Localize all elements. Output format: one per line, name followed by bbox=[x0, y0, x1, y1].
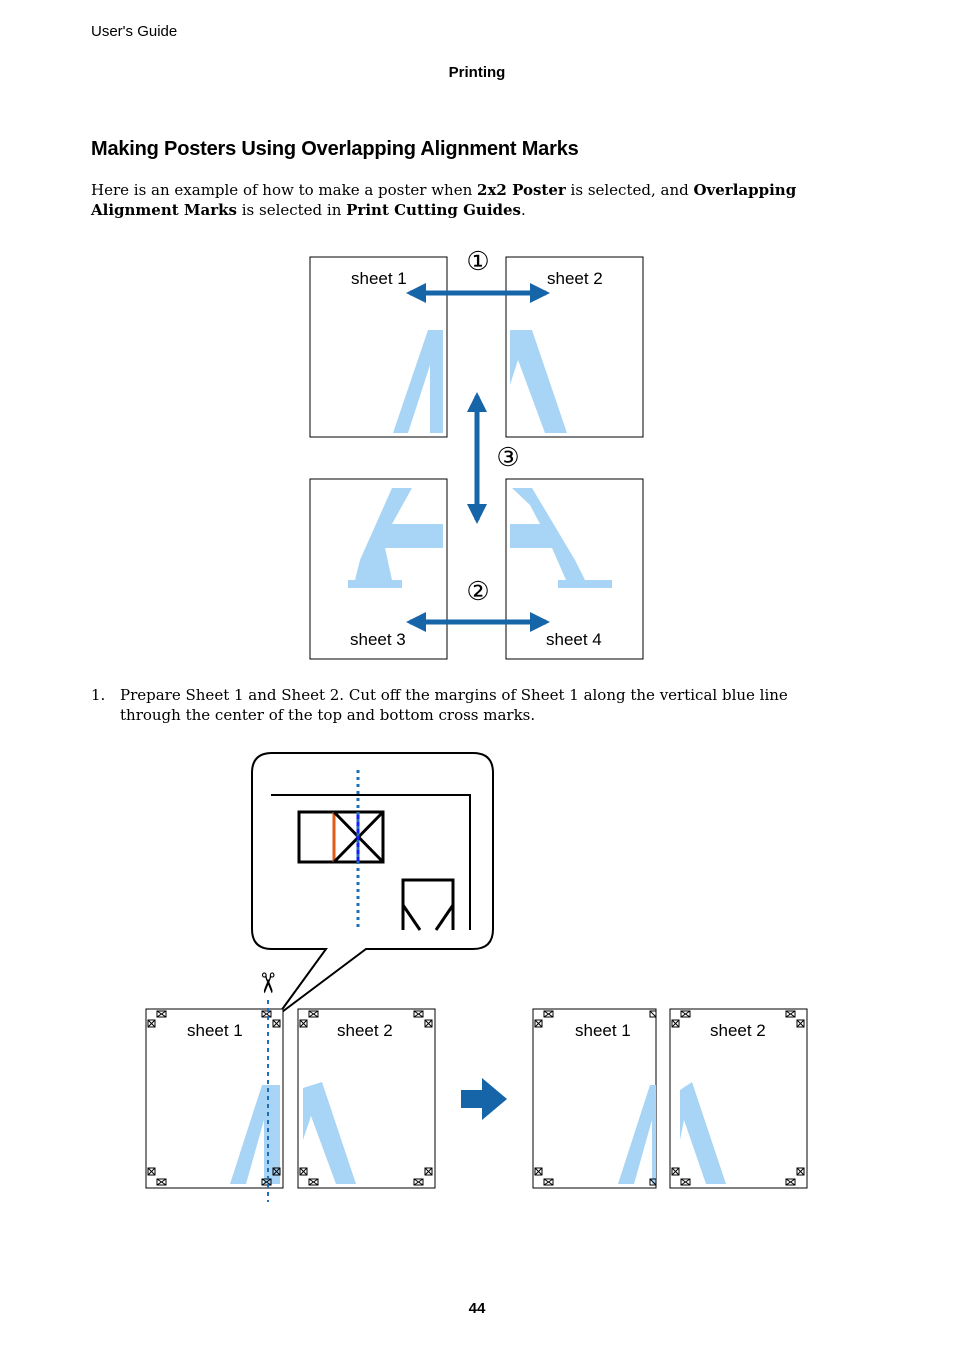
after-sheet-2 bbox=[669, 1008, 808, 1189]
before-sheet-2 bbox=[297, 1008, 436, 1189]
after-sheet-1 bbox=[532, 1008, 657, 1189]
sheet-label: sheet 3 bbox=[350, 630, 406, 649]
sheet-label: sheet 2 bbox=[547, 269, 603, 288]
step-number: 1. bbox=[91, 686, 106, 704]
step-text: Prepare Sheet 1 and Sheet 2. Cut off the… bbox=[120, 686, 788, 724]
step-marker-1: ① bbox=[466, 246, 489, 276]
running-header: User's Guide bbox=[91, 23, 178, 40]
step-marker-3: ③ bbox=[496, 442, 519, 472]
zoom-callout bbox=[251, 752, 494, 1016]
before-sheet-1 bbox=[145, 1008, 284, 1189]
scissors-icon: ✂ bbox=[252, 971, 283, 994]
sheet-label: sheet 2 bbox=[710, 1021, 766, 1040]
sheet-label: sheet 4 bbox=[546, 630, 602, 649]
sheet-label: sheet 2 bbox=[337, 1021, 393, 1040]
step-marker-2: ② bbox=[466, 576, 489, 606]
intro-paragraph: Here is an example of how to make a post… bbox=[91, 181, 797, 219]
sheet-label: sheet 1 bbox=[187, 1021, 243, 1040]
page-number: 44 bbox=[468, 1300, 486, 1317]
result-arrow-icon bbox=[461, 1078, 507, 1120]
sheet-label: sheet 1 bbox=[575, 1021, 631, 1040]
sheet-label: sheet 1 bbox=[351, 269, 407, 288]
section-heading: Making Posters Using Overlapping Alignme… bbox=[91, 138, 579, 160]
section-header: Printing bbox=[448, 64, 506, 81]
